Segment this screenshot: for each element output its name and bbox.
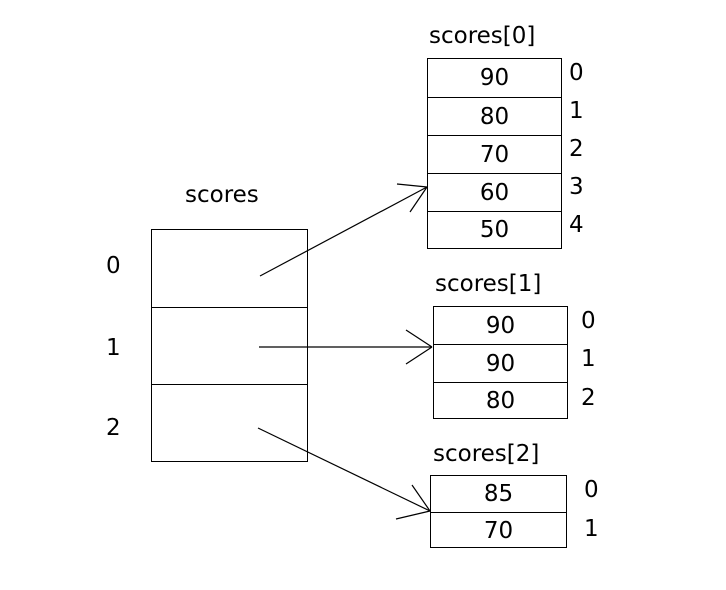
inner-array-1-index-2: 2: [581, 385, 596, 411]
inner-array-0-cell-4[interactable]: 50: [428, 212, 561, 248]
outer-array-cell-1[interactable]: [152, 308, 307, 385]
inner-array-0-title: scores[0]: [429, 23, 536, 49]
inner-array-0-index-1: 1: [569, 98, 584, 124]
outer-array-index-2: 2: [106, 415, 121, 441]
inner-array-0-index-3: 3: [569, 174, 584, 200]
inner-array-0-cell-2[interactable]: 70: [428, 136, 561, 174]
inner-array-1-cell-0[interactable]: 90: [434, 307, 567, 345]
inner-array-0-cell-0[interactable]: 90: [428, 59, 561, 98]
outer-array-index-1: 1: [106, 335, 121, 361]
inner-array-0-cell-0-value: 90: [479, 65, 510, 91]
outer-array-cell-2[interactable]: [152, 385, 307, 461]
inner-array-0-index-4: 4: [569, 212, 584, 238]
inner-array-0-box: 90 80 70 60 50: [427, 58, 562, 249]
inner-array-1-index-0: 0: [581, 308, 596, 334]
inner-array-0-index-2: 2: [569, 136, 584, 162]
inner-array-1-cell-1[interactable]: 90: [434, 345, 567, 383]
inner-array-2-index-0: 0: [584, 477, 599, 503]
inner-array-0-cell-4-value: 50: [479, 217, 510, 243]
inner-array-1-cell-2[interactable]: 80: [434, 383, 567, 418]
inner-array-1-cell-0-value: 90: [485, 312, 516, 339]
inner-array-2-cell-1[interactable]: 70: [431, 513, 566, 548]
outer-array-box: [151, 229, 308, 462]
inner-array-0-cell-2-value: 70: [479, 141, 510, 168]
inner-array-2-cell-0-value: 85: [483, 481, 514, 507]
inner-array-1-cell-2-value: 80: [485, 387, 516, 414]
inner-array-2-index-1: 1: [584, 516, 599, 542]
inner-array-2-box: 85 70: [430, 475, 567, 548]
inner-array-1-title: scores[1]: [435, 271, 542, 297]
inner-array-2-title: scores[2]: [433, 441, 540, 467]
outer-array-title: scores: [185, 182, 259, 208]
inner-array-0-cell-3-value: 60: [479, 179, 510, 206]
inner-array-1-index-1: 1: [581, 346, 596, 372]
inner-array-2-cell-0[interactable]: 85: [431, 476, 566, 513]
outer-array-index-0: 0: [106, 253, 121, 279]
inner-array-0-index-0: 0: [569, 60, 584, 86]
inner-array-0-cell-3[interactable]: 60: [428, 174, 561, 212]
inner-array-0-cell-1-value: 80: [479, 103, 510, 130]
outer-array-cell-0[interactable]: [152, 230, 307, 308]
inner-array-1-box: 90 90 80: [433, 306, 568, 419]
inner-array-0-cell-1[interactable]: 80: [428, 98, 561, 136]
inner-array-2-cell-1-value: 70: [483, 517, 514, 544]
inner-array-1-cell-1-value: 90: [485, 350, 516, 377]
